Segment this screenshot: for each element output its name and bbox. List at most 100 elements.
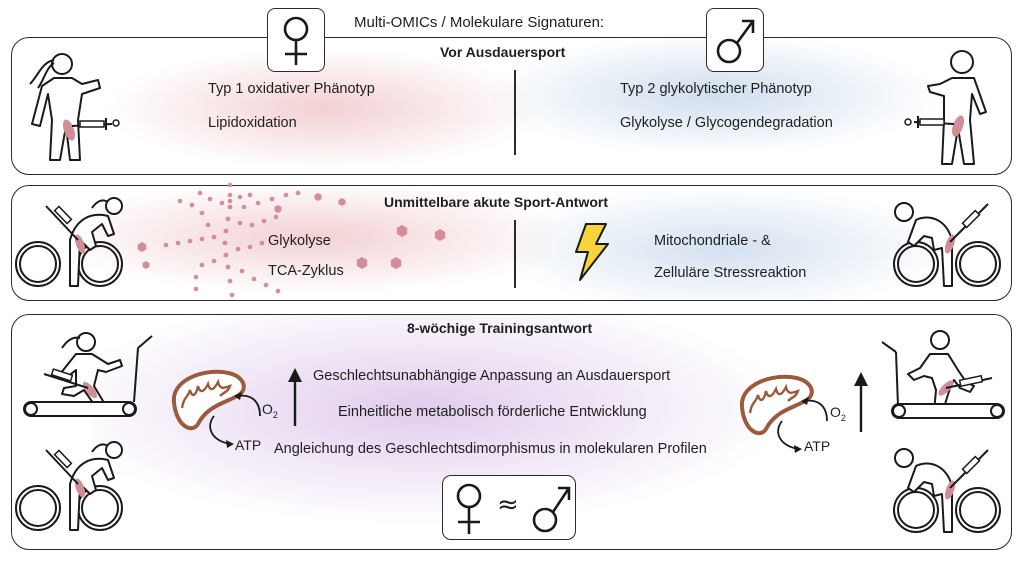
metabolite-dot (225, 216, 231, 222)
metabolite-dot (237, 220, 243, 226)
panel-baseline-title: Vor Ausdauersport (440, 44, 566, 60)
metabolite-dot (225, 264, 231, 270)
acute-male-line-2: Zelluläre Stressreaktion (654, 265, 807, 281)
metabolite-hexagon (142, 261, 150, 269)
panel-acute-divider (514, 220, 516, 288)
female-symbol-icon-equality (456, 483, 482, 534)
metabolite-dot (247, 192, 253, 198)
metabolite-dot (261, 218, 267, 224)
acute-female-tint (72, 186, 552, 300)
metabolite-dot (227, 198, 233, 204)
treadmill-man-with-muscle-biopsy-icon (881, 330, 1005, 419)
metabolite-dot (295, 190, 301, 196)
metabolite-dot (175, 240, 181, 246)
metabolite-hexagon (338, 198, 346, 206)
panel-acute-title: Unmittelbare akute Sport-Antwort (384, 194, 609, 210)
metabolite-dot (189, 202, 195, 208)
up-arrow-icon (288, 368, 302, 426)
metabolite-dot (263, 282, 269, 288)
atp-label: ATP (235, 437, 262, 453)
baseline-male-line-2: Glykolyse / Glycogendegradation (620, 115, 833, 131)
metabolite-dot (219, 200, 225, 206)
metabolite-dot (227, 278, 233, 284)
standing-man-with-muscle-biopsy-icon (904, 50, 987, 165)
metabolite-hexagon (390, 257, 402, 269)
training-line-3: Angleichung des Geschlechtsdimorphismus … (274, 441, 707, 457)
approx-symbol: ≈ (497, 490, 519, 520)
o2-arrow-icon-right (801, 397, 828, 422)
baseline-female-line-1: Typ 1 oxidativer Phänotyp (208, 81, 375, 97)
metabolite-dot (275, 288, 281, 294)
panel-training-title: 8-wöchige Trainingsantwort (407, 320, 593, 336)
baseline-female-line-2: Lipidoxidation (208, 115, 297, 131)
metabolite-network-icon (137, 182, 446, 298)
cycling-man-with-muscle-biopsy-icon-training (893, 448, 1001, 533)
metabolite-dot (249, 222, 255, 228)
metabolite-hexagon (137, 242, 147, 252)
o2-text: O (262, 401, 273, 417)
metabolite-hexagon (396, 225, 408, 237)
header-title: Multi-OMICs / Molekulare Signaturen: (354, 14, 605, 31)
metabolite-dot (227, 182, 233, 188)
metabolite-dot (207, 196, 213, 202)
metabolite-dot (177, 198, 183, 204)
metabolite-dot (222, 240, 228, 246)
o2-subscript: 2 (272, 409, 278, 420)
metabolite-dot (283, 192, 289, 198)
metabolite-dot (229, 292, 235, 298)
acute-female-line-1: Glykolyse (268, 233, 331, 249)
metabolite-dot (235, 246, 241, 252)
up-arrow-icon-right (854, 372, 868, 432)
o2-text-right: O (830, 404, 841, 420)
metabolite-dot (247, 244, 253, 250)
cycling-man-with-muscle-biopsy-icon (893, 202, 1001, 287)
metabolite-dot (187, 238, 193, 244)
metabolite-dot (211, 258, 217, 264)
treadmill-woman-with-muscle-biopsy-icon (23, 332, 153, 417)
metabolite-dot (199, 262, 205, 268)
metabolite-dot (237, 194, 243, 200)
metabolite-dot (255, 200, 261, 206)
metabolite-dot (197, 190, 203, 196)
male-symbol-icon-equality (532, 486, 571, 533)
metabolite-dot (205, 222, 211, 228)
metabolite-dot (163, 242, 169, 248)
metabolite-hexagon (274, 205, 282, 213)
acute-male-line-1: Mitochondriale - & (654, 233, 771, 249)
metabolite-dot (269, 196, 275, 202)
metabolite-dot (239, 268, 245, 274)
cycling-woman-with-muscle-biopsy-icon (15, 197, 123, 287)
sex-equality-box: ≈ (442, 475, 576, 540)
atp-label-right: ATP (804, 438, 831, 454)
atp-arrow-icon (209, 415, 234, 448)
o2-subscript-right: 2 (840, 412, 846, 423)
standing-woman-with-muscle-biopsy-icon (29, 53, 120, 161)
metabolite-dot (251, 276, 257, 282)
metabolite-dot (223, 228, 229, 234)
acute-female-line-2: TCA-Zyklus (268, 263, 344, 279)
cycling-woman-with-muscle-biopsy-icon-training (15, 441, 123, 531)
training-line-1: Geschlechtsunabhängige Anpassung an Ausd… (313, 368, 671, 384)
metabolite-hexagon (434, 229, 446, 241)
lightning-bolt-icon (575, 223, 609, 281)
metabolite-dot (223, 252, 229, 258)
o2-label-right: O2 (830, 404, 846, 423)
male-symbol-box (706, 8, 764, 72)
metabolite-hexagon (356, 257, 368, 269)
metabolite-dot (193, 274, 199, 280)
baseline-male-line-1: Typ 2 glykolytischer Phänotyp (620, 81, 812, 97)
metabolite-dot (227, 192, 233, 198)
male-symbol-icon (716, 19, 755, 64)
metabolite-dot (199, 210, 205, 216)
metabolite-dot (193, 286, 199, 292)
female-symbol-icon (283, 16, 309, 65)
o2-arrow-icon (234, 392, 261, 417)
panel-baseline-divider (514, 70, 516, 155)
atp-arrow-icon-right (777, 420, 802, 453)
metabolite-dot (227, 204, 233, 210)
female-symbol-box (267, 8, 325, 72)
metabolite-dot (273, 214, 279, 220)
o2-label: O2 (262, 401, 278, 420)
training-line-2: Einheitliche metabolisch förderliche Ent… (338, 404, 647, 420)
metabolite-dot (241, 204, 247, 210)
